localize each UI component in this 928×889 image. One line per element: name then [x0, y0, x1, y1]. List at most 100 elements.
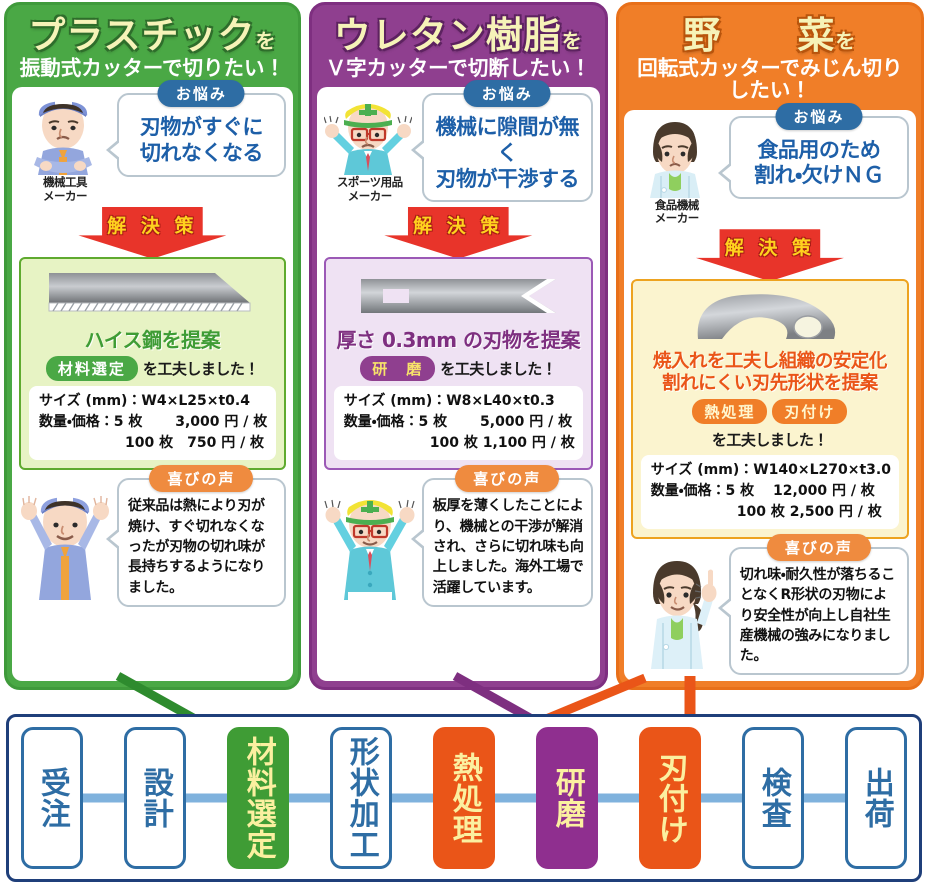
- solution-title: 厚さ 0.3mm の刃物を提案: [336, 327, 581, 352]
- worker-helmet-glasses-icon: [323, 104, 412, 176]
- solution-tag-row: 材料選定 を工夫しました！: [29, 356, 276, 382]
- flow-step-polish[interactable]: 研磨: [536, 727, 598, 869]
- persona-happy-worker: [19, 478, 111, 601]
- flow-step-design[interactable]: 設計: [124, 727, 186, 869]
- joy-text: 従来品は熱により刃が焼け、すぐ切れなくなったが刃物の切れ味が長持ちするようになり…: [128, 498, 265, 596]
- case-header-urethane: ウレタン樹脂を Ｖ字カッターで切断したい！: [316, 9, 601, 85]
- problem-text: 刃物がすぐに切れなくなる: [139, 115, 264, 165]
- solution-tag-suffix: を工夫しました！: [142, 360, 260, 379]
- joy-bubble: 従来品は熱により刃が焼け、すぐ切れなくなったが刃物の切れ味が長持ちするようになり…: [106, 478, 286, 607]
- problem-pill: お悩み: [775, 102, 863, 130]
- joy-text: 切れ味・耐久性が落ちることなくR形状の刃物により安全性が向上し自社生産機械の強み…: [739, 566, 895, 665]
- spec-line-qty-price-2: 100 枚 1,100 円 / 枚: [429, 435, 575, 452]
- flow-step-shaping[interactable]: 形状加工: [330, 727, 392, 869]
- problem-bubble-wrap: お悩み 機械に隙間が無く刃物が干渉する: [410, 80, 593, 203]
- problem-bubble: 食品用のため割れ・欠けＮＧ: [717, 115, 909, 200]
- spec-line-qty-price-2: 100 枚 750 円 / 枚: [125, 435, 265, 452]
- spec-box: サイズ (mm)：W140×L270×t3.0 数量・価格：5 枚 12,000…: [640, 454, 899, 529]
- joy-pill: 喜びの声: [455, 465, 560, 493]
- solution-title: 焼入れを工夫し組織の安定化割れにくい刃先形状を提案: [652, 351, 888, 395]
- joy-bubble: 切れ味・耐久性が落ちることなくR形状の刃物により安全性が向上し自社生産機械の強み…: [717, 546, 909, 676]
- problem-text: 食品用のため割れ・欠けＮＧ: [754, 137, 884, 188]
- flow-step-order[interactable]: 受注: [21, 727, 83, 869]
- solution-arrow: 解 決 策: [631, 229, 909, 282]
- solution-arrow-label: 解 決 策: [107, 214, 198, 237]
- spec-box: サイズ (mm)：W8×L40×t0.3 数量・価格：5 枚 5,000 円 /…: [333, 386, 583, 461]
- solution-panel-plastic: ハイス鋼を提案 材料選定 を工夫しました！ サイズ (mm)：W4×L25×t0…: [19, 256, 286, 471]
- case-body-vegetable: 食品機械メーカー お悩み 食品用のため割れ・欠けＮＧ 解 決 策: [623, 102, 916, 681]
- joy-row: 喜びの声 板厚を薄くしたことにより、機械との干渉が解消され、さらに切れ味も向上し…: [324, 465, 593, 607]
- solution-tag-suffix: を工夫しました！: [711, 430, 829, 449]
- case-body-urethane: スポーツ用品メーカー お悩み 機械に隙間が無く刃物が干渉する 解 決 策: [316, 80, 600, 681]
- spec-line-qty-price-1: 数量・価格：5 枚 5,000 円 / 枚: [343, 414, 573, 431]
- case-title-sub: 振動式カッターで切りたい！: [19, 55, 286, 80]
- flow-step-edging[interactable]: 刃付け: [639, 727, 701, 869]
- joy-pill: 喜びの声: [149, 465, 254, 493]
- persona-label: 食品機械メーカー: [654, 197, 700, 226]
- worried-woman-labcoat-icon: [649, 121, 700, 198]
- spec-line-size: サイズ (mm)：W8×L40×t0.3: [343, 393, 555, 410]
- problem-row: スポーツ用品メーカー お悩み 機械に隙間が無く刃物が干渉する: [323, 80, 593, 203]
- problem-pill: お悩み: [463, 80, 551, 108]
- solution-arrow: 解 決 策: [19, 206, 286, 259]
- flow-step-shipping[interactable]: 出荷: [845, 727, 907, 869]
- joy-row: 喜びの声 従来品は熱により刃が焼け、すぐ切れなくなったが刃物の切れ味が長持ちする…: [19, 465, 286, 607]
- solution-tag-edge: 刃付け: [772, 398, 848, 424]
- spec-line-qty-price-1: 数量・価格：5 枚 3,000 円 / 枚: [39, 414, 268, 431]
- persona-label: スポーツ用品メーカー: [336, 175, 403, 203]
- solution-panel-vegetable: 焼入れを工夫し組織の安定化割れにくい刃先形状を提案 熱処理 刃付け を工夫しまし…: [630, 279, 909, 539]
- joy-bubble-wrap: 喜びの声 板厚を薄くしたことにより、機械との干渉が解消され、さらに切れ味も向上し…: [410, 465, 593, 607]
- problem-bubble: 機械に隙間が無く刃物が干渉する: [410, 93, 593, 203]
- joy-bubble: 板厚を薄くしたことにより、機械との干渉が解消され、さらに切れ味も向上しました。海…: [410, 478, 593, 607]
- cheering-engineer-icon: [324, 500, 415, 601]
- solution-arrow-label: 解 決 策: [724, 237, 815, 260]
- persona-label: 機械工具メーカー: [43, 175, 88, 203]
- straight-blade-icon: [48, 272, 251, 312]
- flow-step-material[interactable]: 材料選定: [227, 727, 289, 869]
- spec-box: サイズ (mm)：W4×L25×t0.4 数量・価格：5 枚 3,000 円 /…: [29, 386, 276, 461]
- solution-arrow: 解 決 策: [324, 206, 593, 259]
- problem-pill: お悩み: [157, 80, 245, 108]
- case-title-main: 野 菜を: [683, 14, 857, 57]
- solution-tag-heat: 熱処理: [692, 398, 768, 424]
- case-title-main: ウレタン樹脂を: [333, 14, 583, 57]
- blade-image-box: [641, 287, 899, 349]
- joy-pill: 喜びの声: [766, 533, 871, 561]
- joy-bubble-wrap: 喜びの声 切れ味・耐久性が落ちることなくR形状の刃物により安全性が向上し自社生産…: [717, 533, 909, 676]
- solution-arrow-label: 解 決 策: [413, 214, 504, 237]
- curved-rotary-blade-icon: [697, 294, 836, 340]
- persona-sports-goods-maker: スポーツ用品メーカー: [323, 93, 416, 203]
- solution-tag-row: 熱処理 刃付け を工夫しました！: [641, 398, 899, 450]
- flow-step-heat[interactable]: 熱処理: [433, 727, 495, 869]
- case-title-sub: Ｖ字カッターで切断したい！: [325, 55, 591, 80]
- flow-step-inspection[interactable]: 検査: [742, 727, 804, 869]
- solution-tag: 研 磨: [360, 356, 436, 382]
- case-columns: プラスチックを 振動式カッターで切りたい！: [4, 2, 924, 690]
- case-header-plastic: プラスチックを 振動式カッターで切りたい！: [11, 9, 294, 85]
- solution-panel-urethane: 厚さ 0.3mm の刃物を提案 研 磨 を工夫しました！ サイズ (mm)：W8…: [323, 256, 593, 471]
- case-title-main: プラスチックを: [28, 14, 277, 57]
- problem-bubble: 刃物がすぐに切れなくなる: [106, 93, 286, 177]
- process-flow-inner: 受注 設計 材料選定 形状加工 熱処理 研磨 刃付け 検査 出荷: [9, 717, 919, 879]
- solution-tag-suffix: を工夫しました！: [440, 360, 557, 379]
- case-card-plastic: プラスチックを 振動式カッターで切りたい！: [4, 2, 301, 690]
- joy-bubble-wrap: 喜びの声 従来品は熱により刃が焼け、すぐ切れなくなったが刃物の切れ味が長持ちする…: [106, 465, 286, 607]
- problem-bubble-wrap: お悩み 刃物がすぐに切れなくなる: [106, 80, 286, 177]
- process-flow-diagram: 受注 設計 材料選定 形状加工 熱処理 研磨 刃付け 検査 出荷: [6, 714, 922, 882]
- v-notch-blade-icon: [360, 278, 556, 313]
- solution-tag-row: 研 磨 を工夫しました！: [334, 356, 583, 382]
- spec-line-qty-price-1: 数量・価格：5 枚 12,000 円 / 枚: [650, 482, 875, 499]
- joy-text: 板厚を薄くしたことにより、機械との干渉が解消され、さらに切れ味も向上しました。海…: [432, 498, 584, 596]
- case-header-vegetable: 野 菜を 回転式カッターでみじん切りしたい！: [623, 9, 917, 108]
- spec-line-size: サイズ (mm)：W140×L270×t3.0: [650, 461, 891, 478]
- case-title-sub: 回転式カッターでみじん切りしたい！: [637, 55, 903, 103]
- problem-row: 食品機械メーカー お悩み 食品用のため割れ・欠けＮＧ: [631, 102, 909, 226]
- persona-machine-tool-maker: 機械工具メーカー: [19, 93, 111, 202]
- case-card-vegetable: 野 菜を 回転式カッターでみじん切りしたい！: [615, 2, 924, 690]
- persona-pointing-woman: [631, 547, 723, 669]
- problem-text: 機械に隙間が無く刃物が干渉する: [435, 115, 580, 191]
- problem-bubble-wrap: お悩み 食品用のため割れ・欠けＮＧ: [717, 102, 909, 200]
- solution-tag: 材料選定: [45, 356, 138, 382]
- blade-image-box: [334, 265, 583, 327]
